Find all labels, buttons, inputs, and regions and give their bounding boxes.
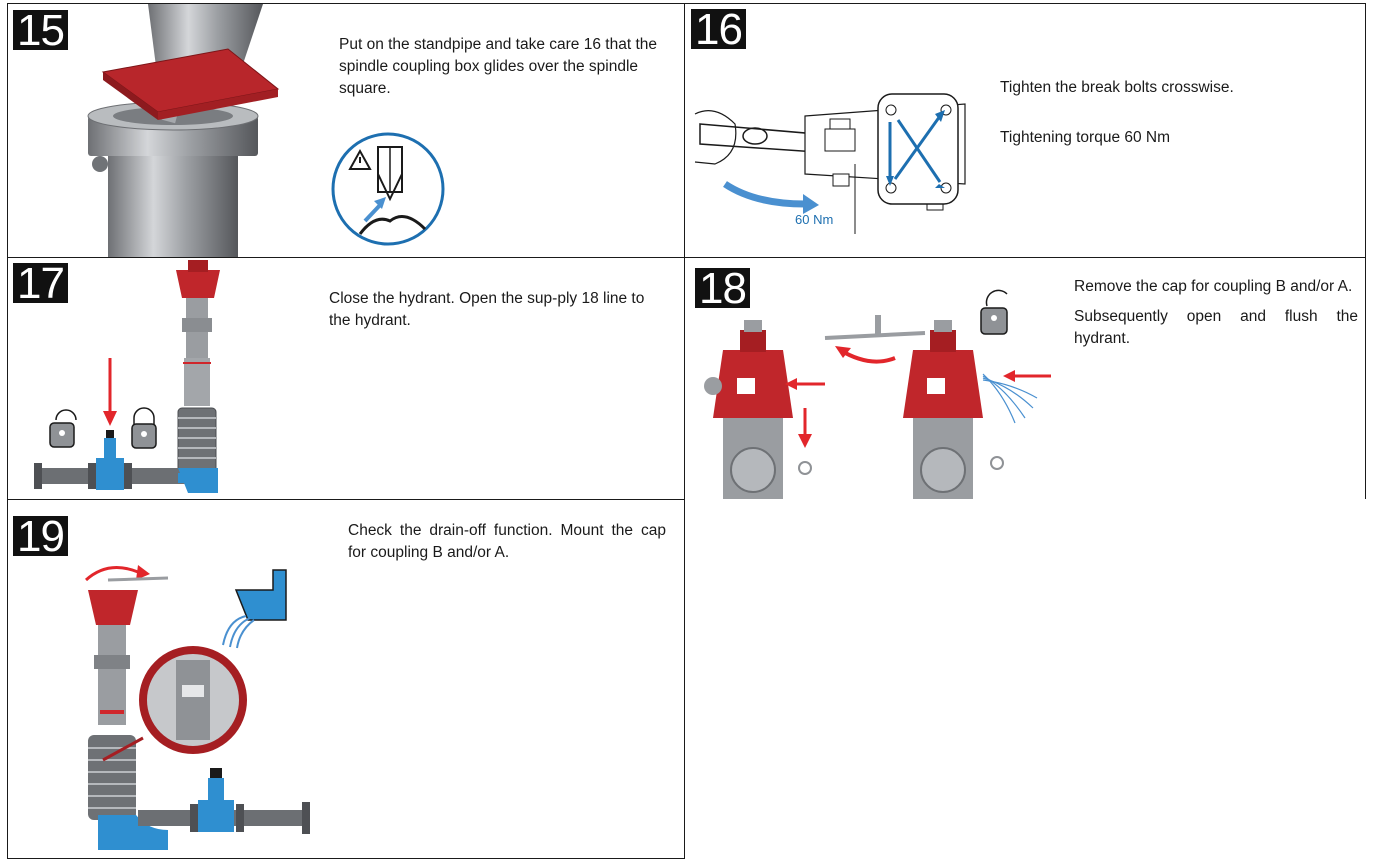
unlocked-padlock-icon: [50, 410, 76, 447]
step-15-panel: 15 Put on the standpipe and take care 16…: [7, 3, 685, 258]
step-16-panel: 16 60 Nm Tighten the break bolts crosswi…: [684, 3, 1366, 258]
spindle-warning-icon: [330, 129, 450, 249]
standpipe-illustration: [48, 4, 308, 258]
step-16-line-1: Tighten the break bolts crosswise.: [1000, 77, 1360, 99]
torque-label-text: 60 Nm: [795, 212, 833, 227]
step-18-line-1: Remove the cap for coupling B and/or A.: [1074, 276, 1358, 298]
step-15-text: Put on the standpipe and take care 16 th…: [339, 34, 659, 100]
empty-panel: [684, 499, 1366, 859]
step-16-line-2: Tightening torque 60 Nm: [1000, 127, 1360, 149]
step-17-panel: 17: [7, 257, 685, 500]
step-number: 16: [691, 9, 746, 49]
hydrant-flush-illustration: [685, 258, 1055, 500]
torque-wrench-diagram: [695, 64, 985, 234]
step-18-line-2: Subsequently open and flush the hydrant.: [1074, 306, 1358, 350]
torque-value-label: 60 Nm: [795, 210, 855, 230]
step-17-text: Close the hydrant. Open the sup-ply 18 l…: [329, 288, 649, 332]
step-18-text: Remove the cap for coupling B and/or A. …: [1074, 276, 1358, 358]
step-19-text: Check the drain-off function. Mount the …: [348, 520, 666, 564]
locked-padlock-icon: [132, 408, 156, 448]
drain-off-illustration: [58, 510, 378, 850]
step-18-panel: 18: [684, 257, 1366, 500]
step-19-panel: 19: [7, 499, 685, 859]
step-16-text: Tighten the break bolts crosswise. Tight…: [1000, 77, 1360, 157]
unlocked-padlock-icon: [981, 290, 1007, 334]
hydrant-pipeline-illustration: [28, 258, 258, 500]
